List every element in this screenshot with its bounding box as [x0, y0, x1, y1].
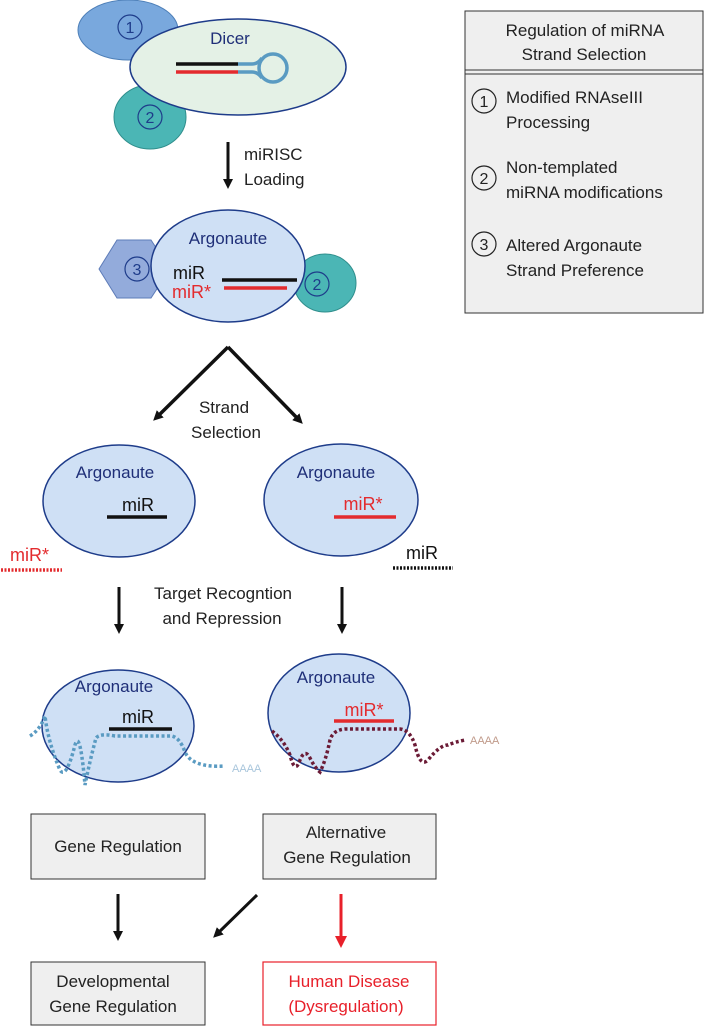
arrow-alternative-to-developmental — [213, 893, 259, 938]
legend-item-2-number: 2 — [480, 171, 489, 188]
argonaute-target-right — [267, 653, 411, 773]
argonaute-loaded — [150, 209, 306, 323]
marker-one-number: 1 — [126, 20, 135, 37]
argonaute-right — [263, 443, 419, 557]
target-bound-argonaute-left: Argonaute miR AAAA — [29, 669, 262, 786]
legend-item-1-circle — [471, 88, 497, 114]
arrow-alternative-to-disease-head — [335, 936, 347, 948]
legend-item-1-number: 1 — [480, 94, 489, 111]
legend-item-3-number: 3 — [480, 237, 489, 254]
discarded-mir-star-label: miR* — [10, 545, 49, 565]
argonaute-label-target-right: Argonaute — [297, 668, 375, 687]
legend-frame — [464, 10, 704, 314]
legend-title-line1: Regulation of miRNA — [506, 21, 665, 40]
dicer-label: Dicer — [210, 29, 250, 48]
target-mrna-right — [270, 727, 466, 775]
marker-three-circle — [124, 256, 150, 282]
strand-selection-arrow-right — [226, 345, 303, 424]
strand-selection-arrow-left — [153, 345, 230, 421]
argonaute-label-loaded: Argonaute — [189, 229, 267, 248]
legend-item-3-line2: Strand Preference — [506, 261, 644, 280]
legend-item-1-line1: Modified RNAseIII — [506, 88, 643, 107]
mir-star-label-right: miR* — [344, 494, 383, 514]
legend-item-2-circle — [471, 165, 497, 191]
strand-selection-line1: Strand — [199, 398, 249, 417]
polya-tail-right: AAAA — [470, 735, 500, 747]
alternative-gene-regulation-line2: Gene Regulation — [283, 848, 411, 867]
developmental-line2: Gene Regulation — [49, 997, 177, 1016]
legend-item-3-line1: Altered Argonaute — [506, 236, 642, 255]
legend-item-2-line2: miRNA modifications — [506, 183, 663, 202]
dicer-ellipse — [129, 18, 347, 116]
human-disease-box — [262, 961, 437, 1026]
legend-item-2-line1: Non-templated — [506, 158, 618, 177]
argonaute-label-right: Argonaute — [297, 463, 375, 482]
polya-tail-left: AAAA — [232, 763, 262, 775]
strand-selection-line2: Selection — [191, 423, 261, 442]
developmental-line1: Developmental — [56, 972, 169, 991]
marker-two-circle — [137, 104, 163, 130]
target-bound-argonaute-right: Argonaute miR* AAAA — [267, 653, 500, 775]
marker-two-circle-argonaute — [304, 271, 330, 297]
argonaute-mir-selected: Argonaute miR — [42, 444, 196, 558]
alternative-gene-regulation-box — [262, 813, 437, 880]
mir-label-loaded: miR — [173, 263, 205, 283]
legend-title-line2: Strand Selection — [522, 45, 647, 64]
marker-two-number-argonaute: 2 — [313, 277, 322, 294]
target-mrna-left — [29, 715, 226, 786]
loaded-argonaute-section: 3 2 Argonaute miR miR* — [98, 209, 357, 323]
argonaute-mir-star-selected: Argonaute miR* — [263, 443, 419, 557]
legend-item-1-line2: Processing — [506, 113, 590, 132]
mir-label-target-left: miR — [122, 707, 154, 727]
gene-regulation-box — [30, 813, 206, 880]
marker-two-number: 2 — [146, 110, 155, 127]
target-label-line1: Target Recogntion — [154, 584, 292, 603]
developmental-gene-regulation-box — [30, 961, 206, 1026]
marker-one-circle — [117, 14, 143, 40]
mir-star-label-target-right: miR* — [345, 700, 384, 720]
target-label-line2: and Repression — [162, 609, 281, 628]
dicer-section: 1 2 Dicer — [77, 0, 347, 150]
argonaute-left — [42, 444, 196, 558]
discarded-mir-label: miR — [406, 543, 438, 563]
marker-three-number: 3 — [133, 262, 142, 279]
human-disease-line1: Human Disease — [289, 972, 410, 991]
mir-star-label-loaded: miR* — [172, 282, 211, 302]
argonaute-label-target-left: Argonaute — [75, 677, 153, 696]
gene-regulation-label: Gene Regulation — [54, 837, 182, 856]
legend-item-3-circle — [471, 231, 497, 257]
hairpin-rna — [176, 52, 289, 84]
human-disease-line2: (Dysregulation) — [288, 997, 403, 1016]
loading-label-line1: miRISC — [244, 145, 303, 164]
loading-label-line2: Loading — [244, 170, 305, 189]
alternative-gene-regulation-line1: Alternative — [306, 823, 386, 842]
legend-box: Regulation of miRNA Strand Selection 1 M… — [464, 10, 704, 314]
mir-label-left: miR — [122, 495, 154, 515]
argonaute-label-left: Argonaute — [76, 463, 154, 482]
